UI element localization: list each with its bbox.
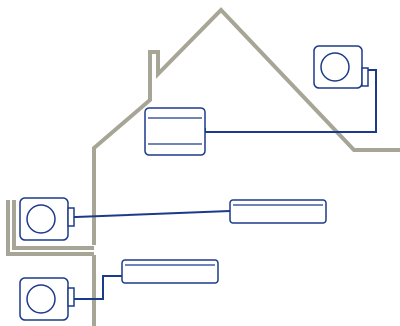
- house-roof-wall-outline: [92, 7, 400, 245]
- house-floor-left: [6, 200, 94, 256]
- pipe-bottom-left-to-wall-split-lower: [73, 275, 122, 300]
- indoor-wall-split-upper-icon: [229, 199, 327, 224]
- pipes: [73, 69, 377, 300]
- outdoor-unit-top-right-icon: [313, 45, 369, 89]
- pipe-middle-left-to-wall-split-upper: [73, 210, 231, 218]
- outdoor-unit-middle-left-icon: [19, 197, 75, 241]
- indoor-wall-split-lower-icon: [121, 259, 219, 284]
- house-floor-left-inner: [12, 200, 94, 250]
- outdoor-unit-bottom-left-icon: [19, 277, 75, 321]
- indoor-console-unit-icon: [144, 107, 206, 156]
- house-outline: [6, 7, 400, 326]
